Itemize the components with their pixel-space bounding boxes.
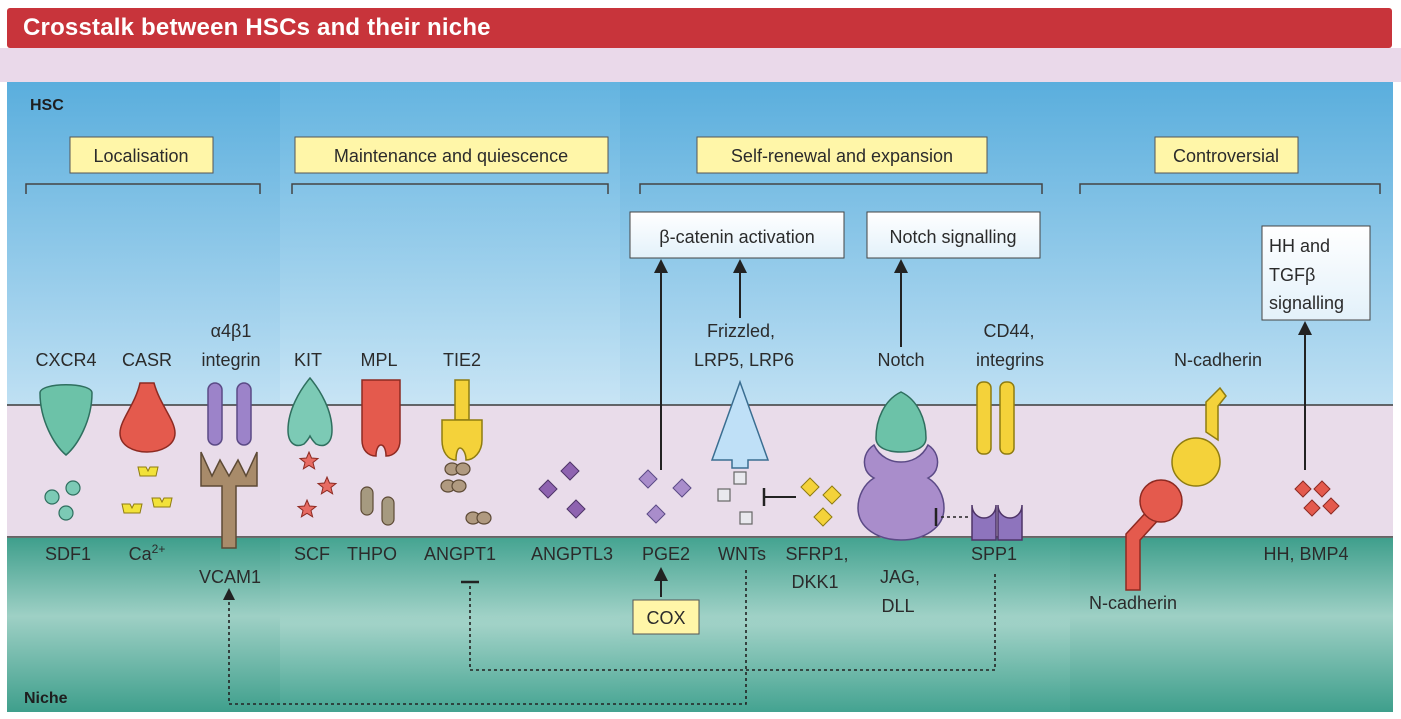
category-controversial: Controversial [1079,136,1381,194]
category-maintenance-label: Maintenance and quiescence [334,146,568,166]
ligand-sdf1-label: SDF1 [45,544,91,564]
ligand-angptl3-label: ANGPTL3 [531,544,613,564]
ligand-spp1-label: SPP1 [971,544,1017,564]
receptor-cxcr4-label: CXCR4 [35,350,96,370]
category-controversial-label: Controversial [1173,146,1279,166]
receptor-casr-label: CASR [122,350,172,370]
niche-layer-panel-maint [280,538,620,712]
mpl-receptor-shape [361,379,401,457]
n-cadherin-niche-shape [1125,479,1183,591]
pathway-notch-label: Notch signalling [889,227,1016,247]
receptor-a4b1-line1: α4β1 [211,321,252,341]
vcam1-shape [200,451,258,549]
pale-band [0,48,1401,82]
sfrp1-molecules [800,477,842,527]
receptor-frizzled-line1: Frizzled, [707,321,775,341]
receptor-a4b1-line2: integrin [201,350,260,370]
notch-receptor-shape [875,391,927,453]
category-self-renewal-label: Self-renewal and expansion [731,146,953,166]
ligand-ca-label: Ca2+ [129,542,166,564]
ligand-ca-base: Ca [129,544,153,564]
receptor-notch-label: Notch [877,350,924,370]
pathway-hh-line3: signalling [1269,293,1344,313]
jag-dll-shape [857,443,945,541]
receptor-kit-label: KIT [294,350,322,370]
feedback-arrowhead-vcam1 [223,588,235,600]
ligand-jag-line1: JAG, [880,567,920,587]
hsc-layer-label: HSC [30,97,64,114]
hsc-layer-panel-maint [280,82,620,405]
kit-receptor-shape [287,376,333,447]
thpo-molecules [360,486,395,526]
sdf1-molecules [44,480,81,521]
ligand-ncad-niche-label: N-cadherin [1089,593,1177,613]
cxcr4-receptor-shape [39,384,93,456]
ligand-pge2-label: PGE2 [642,544,690,564]
ligand-jag-line2: DLL [881,596,914,616]
category-localisation-label: Localisation [93,146,188,166]
niche-layer-label: Niche [24,690,68,707]
scf-stars [296,450,338,518]
n-cadherin-hsc-shape [1171,386,1227,487]
cox-box: COX [632,599,700,635]
angpt1-molecules [440,462,492,525]
receptor-frizzled-line2: LRP5, LRP6 [694,350,794,370]
ligand-angpt1-label: ANGPT1 [424,544,496,564]
a4b1-integrin-shape [207,382,252,446]
ligand-wnts-label: WNTs [718,544,766,564]
feedback-spp1-to-angpt1 [469,574,996,671]
ligand-ca-superscript: 2+ [152,542,166,556]
cd44-integrin-shape [976,381,1015,455]
figure-title: Crosstalk between HSCs and their niche [23,14,491,41]
tie2-receptor-shape [441,379,483,461]
ligand-scf-label: SCF [294,544,330,564]
pathway-beta-catenin-label: β-catenin activation [659,227,814,247]
wnt-molecules [717,471,753,525]
casr-receptor-shape [119,382,176,453]
frizzled-receptor-shape [710,379,770,469]
spp1-shape [971,504,1023,541]
angptl3-molecules [538,461,586,519]
hh-bmp4-molecules [1294,480,1340,517]
ligand-sfrp1-line1: SFRP1, [785,544,848,564]
pge2-molecules [638,469,692,524]
ligand-thpo-label: THPO [347,544,397,564]
pathway-hh-line1: HH and [1269,236,1330,256]
pathway-notch: Notch signalling [866,211,1041,259]
feedback-wnts-to-vcam1 [228,570,747,705]
calcium-ions [121,466,173,514]
cox-label: COX [646,608,685,628]
receptor-ncad-hsc-label: N-cadherin [1174,350,1262,370]
receptor-tie2-label: TIE2 [443,350,481,370]
category-localisation: Localisation [25,136,261,194]
pathway-hh-line2: TGFβ [1269,265,1315,285]
category-maintenance: Maintenance and quiescence [291,136,609,194]
ligand-hh-bmp4-label: HH, BMP4 [1263,544,1348,564]
receptor-cd44-line1: CD44, [983,321,1034,341]
title-bar: Crosstalk between HSCs and their niche [7,8,1392,48]
category-self-renewal: Self-renewal and expansion [639,136,1043,194]
receptor-cd44-line2: integrins [976,350,1044,370]
ligand-vcam1-label: VCAM1 [199,567,261,587]
pathway-hh-tgfb: HH and TGFβ signalling [1261,225,1371,321]
pathway-beta-catenin: β-catenin activation [629,211,845,259]
ligand-sfrp1-line2: DKK1 [791,572,838,592]
receptor-mpl-label: MPL [360,350,397,370]
